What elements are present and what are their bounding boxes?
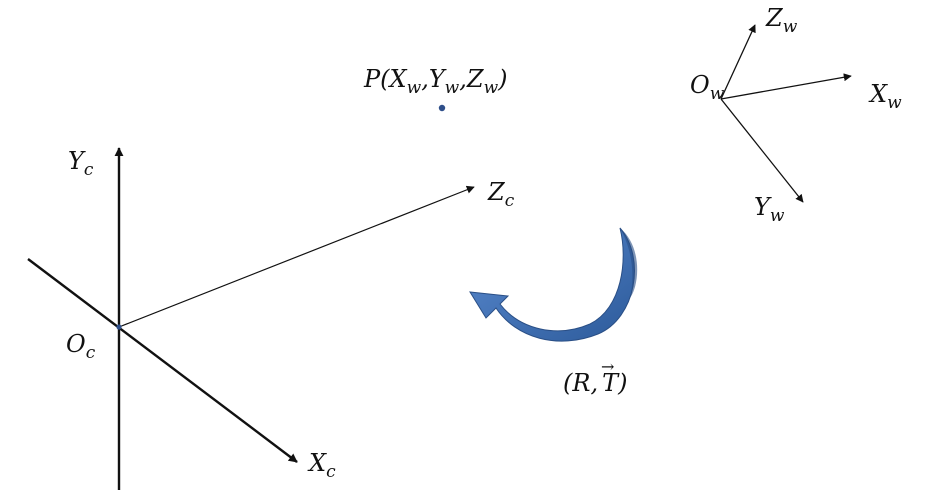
curved-arrow-body: [469, 227, 635, 342]
world-origin-label: Ow: [690, 71, 725, 104]
curved-arrow-icon: [469, 227, 638, 342]
curved-arrow-shade: [620, 228, 638, 298]
camera-origin-dot: [116, 324, 122, 330]
transform-label-text: (R,T): [563, 369, 627, 397]
world-y-axis: [720, 98, 804, 203]
camera-frame: Yc Oc Xc Zc: [27, 147, 515, 490]
vector-arrow-mark: →: [601, 357, 614, 376]
world-point-dot: [438, 104, 446, 112]
world-z-axis: [720, 24, 756, 100]
transform-label: (R,T) →: [563, 357, 627, 397]
camera-z-axis: [118, 185, 475, 328]
world-y-axis-label: Yw: [754, 193, 785, 226]
camera-x-axis: [27, 258, 298, 463]
world-z-axis-label: Zw: [765, 4, 798, 37]
camera-origin-label: Oc: [66, 330, 96, 363]
world-x-axis: [720, 73, 852, 100]
world-point-label: P(Xw,Yw,Zw): [363, 65, 508, 98]
world-frame: Zw Ow Xw Yw: [690, 4, 902, 226]
camera-y-axis-label: Yc: [68, 147, 94, 180]
camera-x-axis-label: Xc: [307, 449, 336, 482]
world-x-axis-label: Xw: [868, 80, 902, 113]
camera-z-axis-label: Zc: [487, 178, 515, 211]
world-point: P(Xw,Yw,Zw): [363, 65, 508, 112]
